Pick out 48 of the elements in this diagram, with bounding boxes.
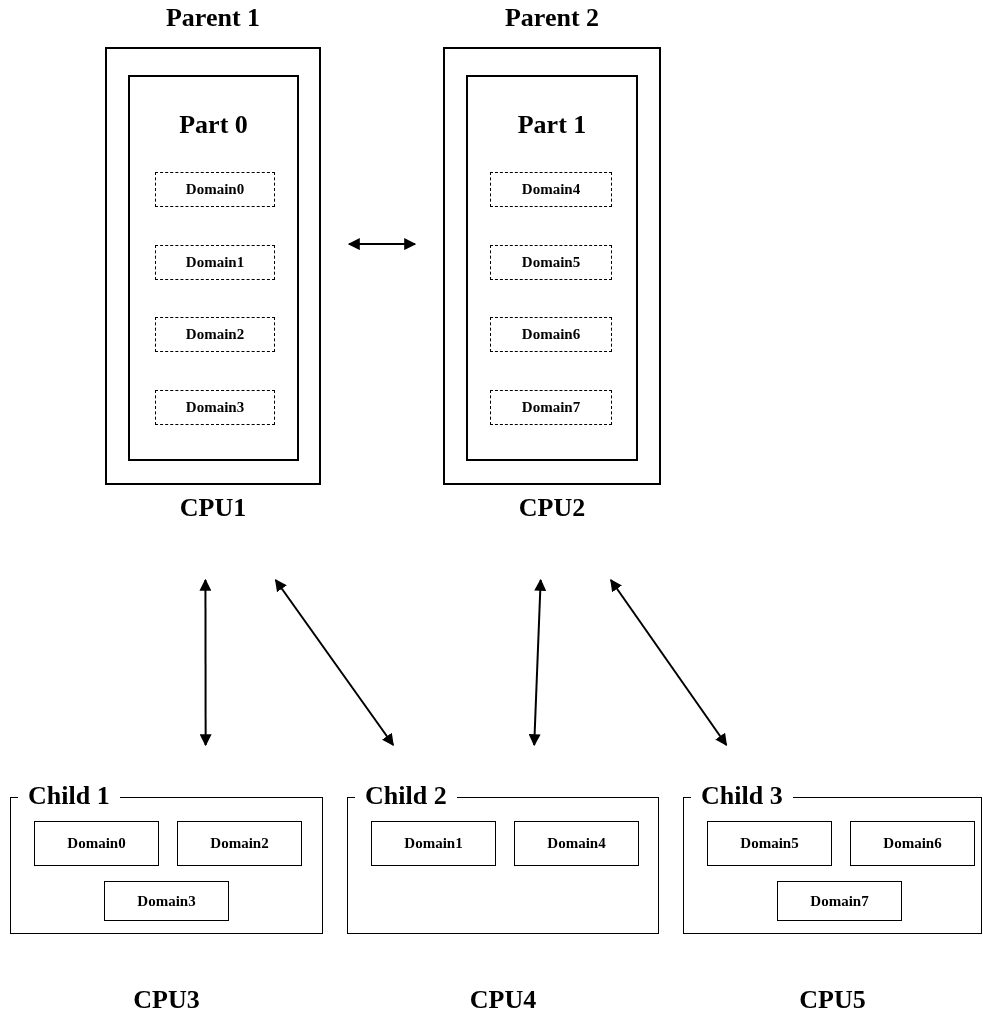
domain-box bbox=[490, 390, 612, 425]
domain-box bbox=[371, 821, 496, 866]
domain-box bbox=[104, 881, 229, 921]
domain-box bbox=[155, 390, 275, 425]
parent-title: Parent 1 bbox=[164, 3, 262, 33]
part-box bbox=[128, 75, 299, 461]
domain-box bbox=[707, 821, 832, 866]
part-box bbox=[466, 75, 638, 461]
domain-label: Domain0 bbox=[67, 835, 126, 852]
domain-label: Domain1 bbox=[185, 254, 245, 271]
cpu-label: CPU2 bbox=[517, 493, 587, 523]
domain-label: Domain0 bbox=[185, 181, 245, 198]
domain-box bbox=[777, 881, 902, 921]
domain-label: Domain4 bbox=[521, 181, 581, 198]
domain-label: Domain3 bbox=[185, 399, 245, 416]
double-arrow bbox=[609, 579, 728, 746]
double-arrow bbox=[199, 578, 212, 747]
cpu-label: CPU1 bbox=[178, 493, 248, 523]
part-title: Part 0 bbox=[178, 110, 249, 140]
double-arrow bbox=[274, 579, 395, 746]
double-arrow bbox=[528, 578, 547, 747]
domain-label: Domain4 bbox=[547, 835, 606, 852]
domain-box bbox=[514, 821, 639, 866]
domain-box bbox=[155, 317, 275, 352]
cpu-label: CPU4 bbox=[468, 985, 538, 1015]
part-title: Part 1 bbox=[516, 110, 588, 140]
cpu-label: CPU5 bbox=[798, 985, 867, 1015]
domain-label: Domain2 bbox=[185, 326, 245, 343]
domain-box bbox=[850, 821, 975, 866]
domain-box bbox=[155, 172, 275, 207]
domain-label: Domain6 bbox=[883, 835, 942, 852]
domain-box bbox=[34, 821, 159, 866]
domain-box bbox=[155, 245, 275, 280]
domain-label: Domain7 bbox=[521, 399, 581, 416]
domain-label: Domain5 bbox=[740, 835, 799, 852]
domain-box bbox=[490, 172, 612, 207]
domain-box bbox=[490, 317, 612, 352]
domain-label: Domain3 bbox=[137, 892, 196, 910]
cpu-label: CPU3 bbox=[132, 985, 201, 1015]
domain-label: Domain1 bbox=[404, 835, 463, 852]
domain-label: Domain2 bbox=[210, 835, 269, 852]
domain-label: Domain6 bbox=[521, 326, 581, 343]
domain-box bbox=[490, 245, 612, 280]
domain-label: Domain7 bbox=[810, 892, 869, 910]
domain-box bbox=[177, 821, 302, 866]
double-arrow bbox=[347, 238, 417, 251]
domain-label: Domain5 bbox=[521, 254, 581, 271]
parent-title: Parent 2 bbox=[503, 3, 601, 33]
